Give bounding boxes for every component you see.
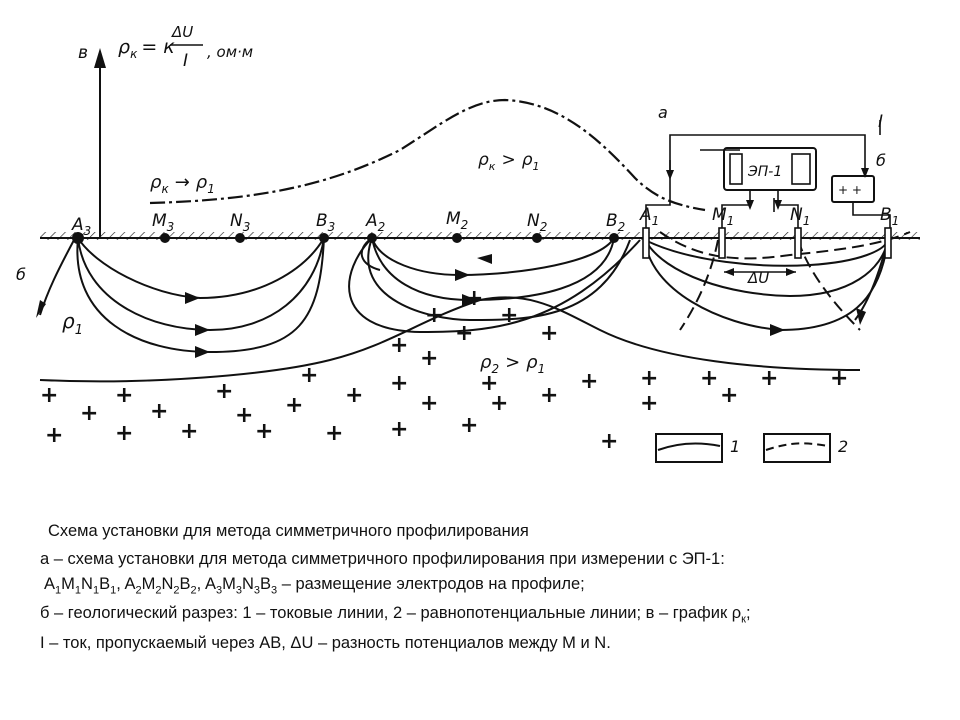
rho-k-curve: ρк→ρ1 ρк>ρ1 xyxy=(149,98,706,212)
svg-text:+: + xyxy=(345,383,363,408)
svg-text:+: + xyxy=(580,369,598,394)
current-arrows xyxy=(36,254,866,358)
svg-text:+: + xyxy=(180,419,198,444)
svg-text:+: + xyxy=(390,417,408,442)
svg-text:+: + xyxy=(150,399,168,424)
rho-k-axis: в xyxy=(78,43,106,238)
equipotential-lines xyxy=(659,231,911,331)
svg-text:M2: M2 xyxy=(446,209,468,232)
svg-text:+: + xyxy=(325,421,343,446)
svg-text:+: + xyxy=(255,419,273,444)
svg-text:+: + xyxy=(390,333,408,358)
electrode-points xyxy=(72,232,619,244)
legend: 1 2 xyxy=(655,433,848,463)
svg-text:ρк>ρ1: ρк>ρ1 xyxy=(478,150,540,173)
svg-text:N2: N2 xyxy=(527,211,547,234)
electrode-B2 xyxy=(609,233,619,243)
svg-text:ρ1: ρ1 xyxy=(62,309,83,338)
battery-label: б xyxy=(876,151,886,170)
svg-text:+: + xyxy=(45,423,63,448)
svg-text:+: + xyxy=(80,401,98,426)
svg-text:+: + xyxy=(40,383,58,408)
section-label: б ρ1 xyxy=(16,265,83,338)
svg-text:+: + xyxy=(830,366,848,391)
delta-u-marker: ΔU xyxy=(724,268,796,287)
device-label: ЭП-1 xyxy=(747,164,782,180)
caption-line-i: I – ток, пропускаемый через AB, ΔU – раз… xyxy=(40,634,611,652)
svg-text:ρ2>ρ1: ρ2>ρ1 xyxy=(480,352,545,376)
battery-terminals: + + xyxy=(838,183,862,197)
electrode-A3 xyxy=(72,232,84,244)
svg-text:+: + xyxy=(540,383,558,408)
caption-title: Схема установки для метода симметричного… xyxy=(48,522,529,540)
svg-text:A1: A1 xyxy=(639,205,659,228)
svg-text:+: + xyxy=(300,363,318,388)
svg-text:ΔU: ΔU xyxy=(747,269,769,287)
layer-boundary xyxy=(39,296,861,383)
legend-swatch-2 xyxy=(763,433,831,463)
svg-text:+: + xyxy=(500,303,518,328)
svg-text:M1: M1 xyxy=(712,205,734,228)
axis-label-v: в xyxy=(78,43,88,63)
svg-text:+: + xyxy=(760,366,778,391)
svg-text:2: 2 xyxy=(838,437,848,456)
electrode-set-2: A2M2N2B2 xyxy=(124,575,197,597)
legend-swatch-1 xyxy=(655,433,723,463)
caption-line-electrodes: A1M1N1B1, A2M2N2B2, A3M3N3B3 – размещени… xyxy=(44,575,585,597)
electrode-A2 xyxy=(367,233,377,243)
electrode-set-3: A3M3N3B3 xyxy=(204,575,278,597)
svg-text:N1: N1 xyxy=(790,205,810,228)
measuring-setup xyxy=(645,120,891,228)
caption-line-a: а – схема установки для метода симметрич… xyxy=(40,550,725,568)
electrode-M3 xyxy=(160,233,170,243)
svg-text:1: 1 xyxy=(730,437,740,456)
svg-text:+: + xyxy=(640,366,658,391)
electrical-profiling-diagram: в ρк= к ΔU I , ом·м ρк→ρ1 ρк>ρ1 б ρ1 xyxy=(16,23,920,463)
svg-text:+: + xyxy=(235,403,253,428)
svg-text:+: + xyxy=(465,286,483,311)
svg-text:B2: B2 xyxy=(606,211,625,234)
svg-text:+: + xyxy=(490,391,508,416)
svg-text:ρк= к: ρк= к xyxy=(118,36,175,61)
svg-text:+: + xyxy=(455,321,473,346)
electrode-B3 xyxy=(319,233,329,243)
svg-text:M3: M3 xyxy=(152,211,174,234)
svg-text:+: + xyxy=(700,366,718,391)
measuring-setup-arrows xyxy=(666,168,869,210)
svg-text:+: + xyxy=(420,391,438,416)
svg-text:+: + xyxy=(460,413,478,438)
svg-text:+: + xyxy=(720,383,738,408)
electrode-set-1: A1M1N1B1 xyxy=(44,575,117,597)
formula-rho-k: ρк= к ΔU I , ом·м xyxy=(118,23,253,71)
svg-text:+: + xyxy=(640,391,658,416)
svg-text:N3: N3 xyxy=(230,211,250,234)
electrode-M2 xyxy=(452,233,462,243)
svg-text:+: + xyxy=(115,421,133,446)
svg-text:+: + xyxy=(420,346,438,371)
svg-text:+: + xyxy=(390,371,408,396)
svg-text:I: I xyxy=(183,51,188,71)
svg-text:A3: A3 xyxy=(71,215,91,238)
caption-line-b: б – геологический разрез: 1 – токовые ли… xyxy=(40,604,751,626)
wiring-label-I: I xyxy=(878,112,883,132)
wiring-label-a: а xyxy=(658,103,668,122)
svg-text:+: + xyxy=(115,383,133,408)
svg-text:ρк→ρ1: ρк→ρ1 xyxy=(150,172,215,196)
svg-text:+: + xyxy=(285,393,303,418)
svg-text:б: б xyxy=(16,265,26,284)
svg-text:+: + xyxy=(480,371,498,396)
svg-text:+: + xyxy=(600,429,618,454)
lower-layer-pattern: +++ +++ +++ +++ +++ +++ +++ +++ +++ +++ … xyxy=(40,286,848,454)
svg-text:, ом·м: , ом·м xyxy=(207,43,253,61)
electrode-N3 xyxy=(235,233,245,243)
electrode-N2 xyxy=(532,233,542,243)
svg-text:+: + xyxy=(215,379,233,404)
svg-text:+: + xyxy=(540,321,558,346)
svg-text:A2: A2 xyxy=(365,211,385,234)
svg-text:B3: B3 xyxy=(316,211,335,234)
ground-surface xyxy=(40,232,920,240)
svg-text:+: + xyxy=(425,303,443,328)
svg-text:ΔU: ΔU xyxy=(171,23,193,41)
